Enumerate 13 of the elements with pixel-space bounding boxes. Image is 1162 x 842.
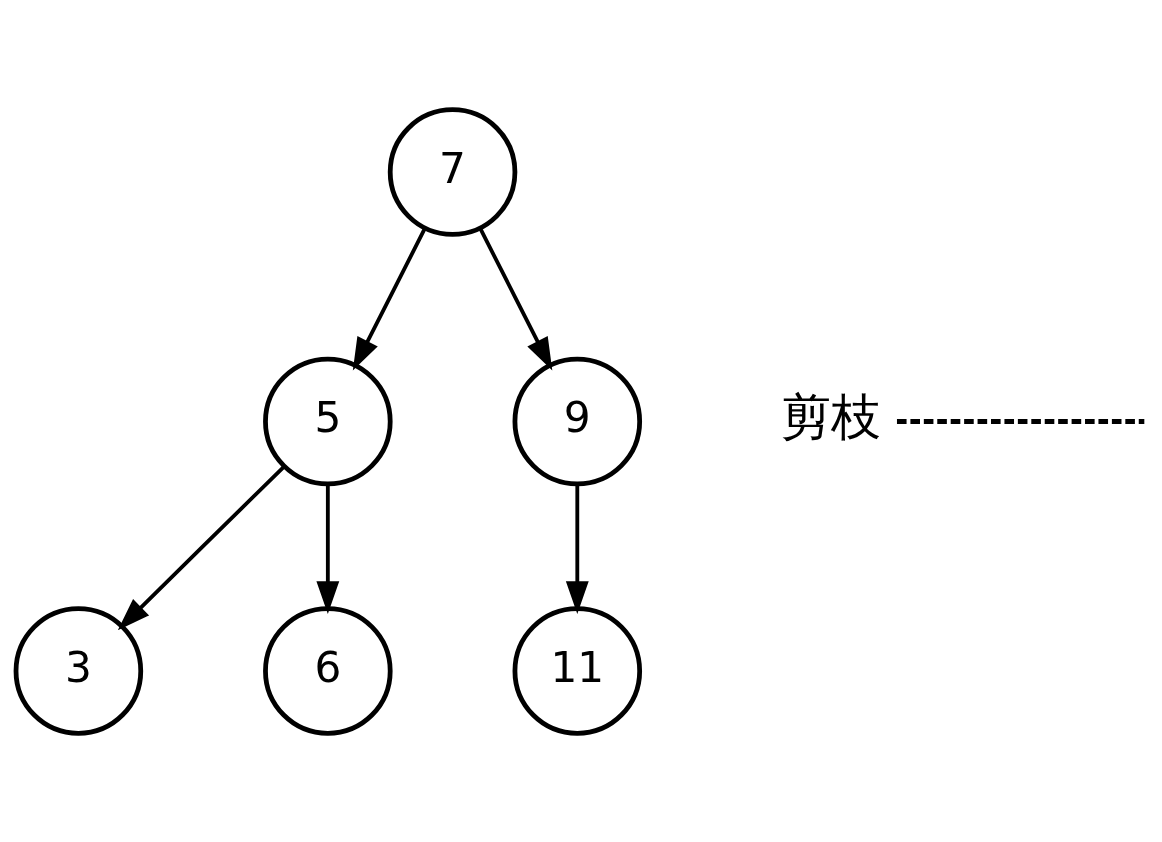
arrow	[478, 227, 553, 370]
node-circle: 11	[512, 605, 643, 736]
node-circle: 7	[387, 106, 518, 237]
node-circle: 6	[263, 605, 393, 736]
node-circle: 5	[263, 356, 393, 486]
arrow	[565, 483, 589, 614]
node-text: 剪枝	[780, 387, 881, 446]
arrow	[117, 464, 286, 630]
node-circle: 3	[13, 605, 144, 736]
node-circle: 9	[512, 356, 643, 486]
arrow	[316, 483, 340, 614]
arrow	[352, 227, 427, 370]
connector	[896, 418, 1145, 424]
